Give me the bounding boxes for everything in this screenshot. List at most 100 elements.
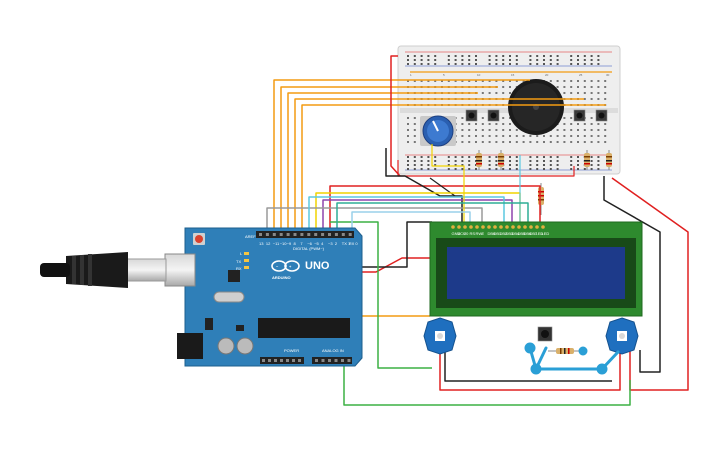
lcd-pin-10[interactable] xyxy=(511,225,515,229)
power-pin-4[interactable] xyxy=(286,359,289,362)
lcd-pin-label: DB7 xyxy=(530,231,539,236)
piezo-buzzer[interactable] xyxy=(508,79,564,135)
svg-text:25: 25 xyxy=(579,73,583,77)
analog-pin-2[interactable] xyxy=(328,359,331,362)
digital-pin-2[interactable] xyxy=(272,233,276,236)
led-rx xyxy=(244,266,249,269)
digital-pin-label: ~9 xyxy=(287,241,292,246)
digital-pin-6[interactable] xyxy=(300,233,304,236)
lcd-pin-0[interactable] xyxy=(451,225,455,229)
lcd-pin-15[interactable] xyxy=(541,225,545,229)
svg-text:20: 20 xyxy=(545,73,549,77)
power-pin-5[interactable] xyxy=(292,359,295,362)
lcd-pin-label: DB0 xyxy=(488,231,497,236)
wire-red-1 xyxy=(390,55,401,177)
digital-pin-label: ~11 xyxy=(273,241,280,246)
resistor-1[interactable] xyxy=(476,150,482,170)
resistor-lcd-backlight[interactable] xyxy=(538,183,544,215)
analog-pin-3[interactable] xyxy=(334,359,338,362)
lcd-pin-12[interactable] xyxy=(523,225,527,229)
lcd-pin-5[interactable] xyxy=(481,225,485,229)
lcd-pin-13[interactable] xyxy=(529,225,533,229)
analog-pin-4[interactable] xyxy=(341,359,344,362)
digital-pin-label: ~6 xyxy=(307,241,312,246)
wire-orange-4 xyxy=(294,98,584,232)
wire-green-2 xyxy=(343,335,631,406)
digital-pin-5[interactable] xyxy=(293,233,297,236)
resistor-3[interactable] xyxy=(584,150,590,170)
digital-pin-13[interactable] xyxy=(348,233,352,236)
digital-pin-10[interactable] xyxy=(328,233,331,236)
potentiometer[interactable] xyxy=(420,115,456,147)
power-pin-2[interactable] xyxy=(274,359,277,362)
lcd-pin-8[interactable] xyxy=(499,225,503,229)
lcd-pin-label: RS xyxy=(470,231,476,236)
digital-header[interactable] xyxy=(256,231,354,238)
lcd-pin-1[interactable] xyxy=(457,225,461,229)
rgb-led-module-right[interactable] xyxy=(605,317,639,355)
arduino-logo: − + xyxy=(271,260,300,272)
digital-pin-4[interactable] xyxy=(286,233,290,236)
lcd-pin-11[interactable] xyxy=(517,225,521,229)
wire-black-3 xyxy=(603,176,661,373)
analog-pin-0[interactable] xyxy=(315,359,318,362)
lcd-pin-6[interactable] xyxy=(487,225,491,229)
digital-pin-8[interactable] xyxy=(314,233,318,236)
svg-text:30: 30 xyxy=(606,73,610,77)
power-pin-3[interactable] xyxy=(280,359,283,362)
rgb-led-module-left[interactable] xyxy=(423,317,457,355)
digital-pin-0[interactable] xyxy=(259,233,262,236)
power-pin-0[interactable] xyxy=(262,359,265,362)
led-tx xyxy=(244,259,249,262)
resistor-4[interactable] xyxy=(606,150,612,170)
usb-cable[interactable] xyxy=(40,252,167,288)
resistor-2[interactable] xyxy=(498,150,504,170)
lcd-pin-label: DB4 xyxy=(512,231,521,236)
digital-pin-11[interactable] xyxy=(334,233,338,236)
lcd-pin-label: DB2 xyxy=(500,231,509,236)
pushbutton-3[interactable] xyxy=(573,109,586,122)
wires[interactable] xyxy=(258,55,689,406)
svg-text:−: − xyxy=(276,264,279,269)
lcd-pin-label: V0 xyxy=(464,231,470,236)
wire-red-2 xyxy=(329,185,541,233)
wire-yellow-pot xyxy=(431,144,465,222)
lcd-pin-14[interactable] xyxy=(535,225,539,229)
digital-pin-7[interactable] xyxy=(307,233,311,236)
analog-header[interactable] xyxy=(312,357,352,364)
uno-label: UNO xyxy=(305,260,330,272)
resistor-button[interactable] xyxy=(548,348,583,354)
svg-text:1: 1 xyxy=(410,73,412,77)
pushbutton-1[interactable] xyxy=(465,109,478,122)
lcd-pin-2[interactable] xyxy=(463,225,467,229)
reset-button[interactable] xyxy=(193,233,205,245)
wire-orange-2 xyxy=(280,86,498,232)
lcd-pin-label: DB6 xyxy=(524,231,533,236)
pushbutton-2[interactable] xyxy=(487,109,500,122)
wire-orange-5 xyxy=(301,104,606,232)
pushbutton-small[interactable] xyxy=(537,326,553,342)
digital-pin-1[interactable] xyxy=(265,233,269,236)
digital-pin-12[interactable] xyxy=(341,233,345,236)
blue-jumper-wires[interactable] xyxy=(524,342,620,375)
lcd-pin-7[interactable] xyxy=(493,225,497,229)
digital-pin-label: TX 1 xyxy=(342,241,351,246)
power-pin-6[interactable] xyxy=(298,359,301,362)
svg-text:15: 15 xyxy=(511,73,515,77)
digital-pin-9[interactable] xyxy=(321,233,325,236)
analog-pin-5[interactable] xyxy=(347,359,351,362)
wire-cyan-1 xyxy=(308,196,505,232)
pushbutton-4[interactable] xyxy=(595,109,608,122)
led-rx-label: RX xyxy=(236,266,242,271)
analog-pin-1[interactable] xyxy=(321,359,325,362)
capacitor-2 xyxy=(236,337,254,355)
lcd-pin-9[interactable] xyxy=(505,225,509,229)
lcd-pin-4[interactable] xyxy=(475,225,479,229)
digital-pin-3[interactable] xyxy=(279,233,283,236)
wire-black-2 xyxy=(338,221,432,268)
led-l xyxy=(244,252,249,255)
power-pin-1[interactable] xyxy=(268,359,271,362)
lcd-pin-3[interactable] xyxy=(469,225,473,229)
